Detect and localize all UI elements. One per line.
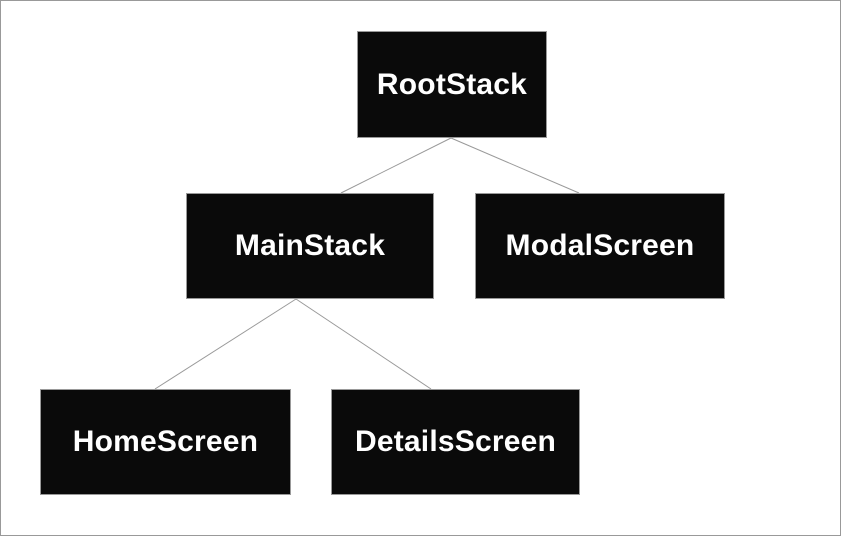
edge-mainstack-homescreen [154, 298, 297, 390]
node-modalscreen-label: ModalScreen [505, 229, 695, 262]
node-rootstack: RootStack [357, 31, 547, 138]
node-detailsscreen-label: DetailsScreen [354, 425, 557, 458]
node-detailsscreen: DetailsScreen [331, 389, 580, 495]
node-mainstack-label: MainStack [234, 229, 386, 262]
node-homescreen-label: HomeScreen [72, 425, 259, 458]
node-mainstack: MainStack [186, 193, 434, 299]
edge-rootstack-modalscreen [450, 137, 580, 194]
node-modalscreen: ModalScreen [475, 193, 725, 299]
edge-rootstack-mainstack [340, 137, 452, 194]
node-rootstack-label: RootStack [376, 67, 528, 101]
edge-mainstack-detailsscreen [295, 298, 432, 390]
node-homescreen: HomeScreen [40, 389, 291, 495]
